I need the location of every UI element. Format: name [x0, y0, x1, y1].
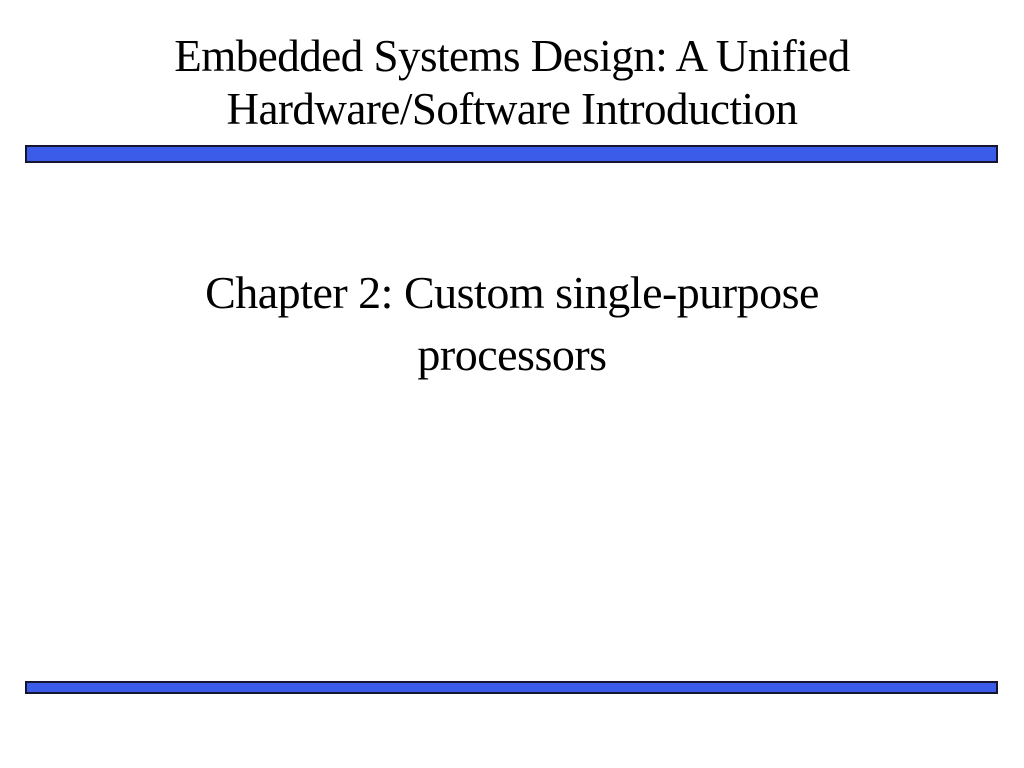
bottom-divider-bar	[25, 681, 998, 694]
top-divider-bar	[25, 145, 998, 163]
title-line-2: Hardware/Software Introduction	[226, 84, 798, 134]
slide-title: Embedded Systems Design: A Unified Hardw…	[0, 30, 1024, 136]
slide-subtitle: Chapter 2: Custom single-purpose process…	[0, 262, 1024, 386]
subtitle-line-2: processors	[417, 329, 607, 380]
subtitle-line-1: Chapter 2: Custom single-purpose	[205, 267, 819, 318]
title-line-1: Embedded Systems Design: A Unified	[174, 31, 850, 81]
